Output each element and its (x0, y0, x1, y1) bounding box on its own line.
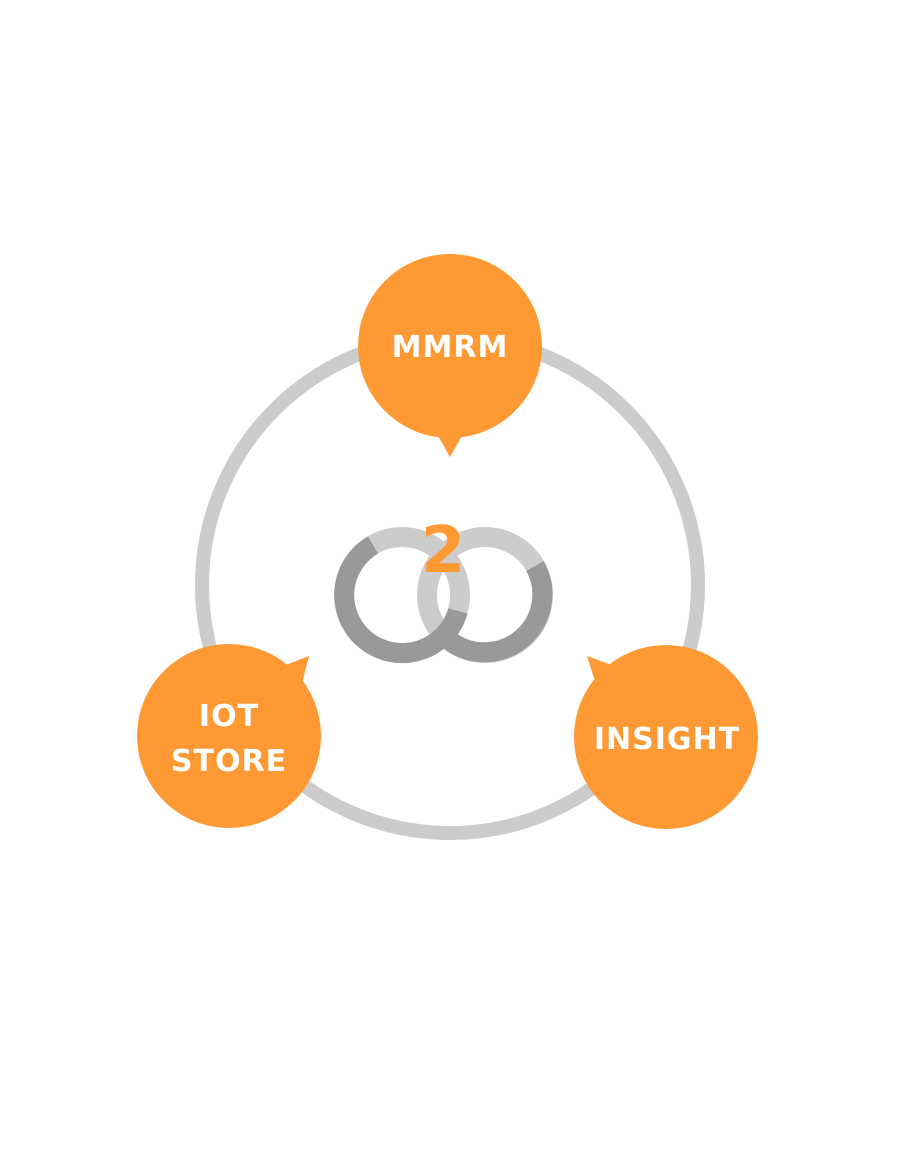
logo-left-ring-dark (334, 536, 468, 664)
node-insight-label: INSIGHT (594, 722, 740, 757)
node-iot-store: IOT STORE (137, 644, 321, 828)
logo-right-ring-dark (444, 561, 553, 663)
node-insight-pointer (587, 656, 620, 691)
node-iot-store-pointer (278, 656, 309, 691)
o2o-logo-icon: 2 (334, 514, 553, 664)
node-iot-store-label-line2: STORE (171, 744, 287, 779)
logo-superscript-two: 2 (421, 514, 466, 588)
node-mmrm: MMRM (358, 254, 542, 457)
node-iot-store-label-line1: IOT (199, 699, 259, 734)
node-mmrm-pointer (432, 425, 468, 457)
node-iot-store-bubble (137, 644, 321, 828)
node-insight: INSIGHT (574, 645, 758, 829)
node-mmrm-label: MMRM (392, 330, 509, 365)
node-mmrm-bubble (358, 254, 542, 438)
node-insight-bubble (574, 645, 758, 829)
